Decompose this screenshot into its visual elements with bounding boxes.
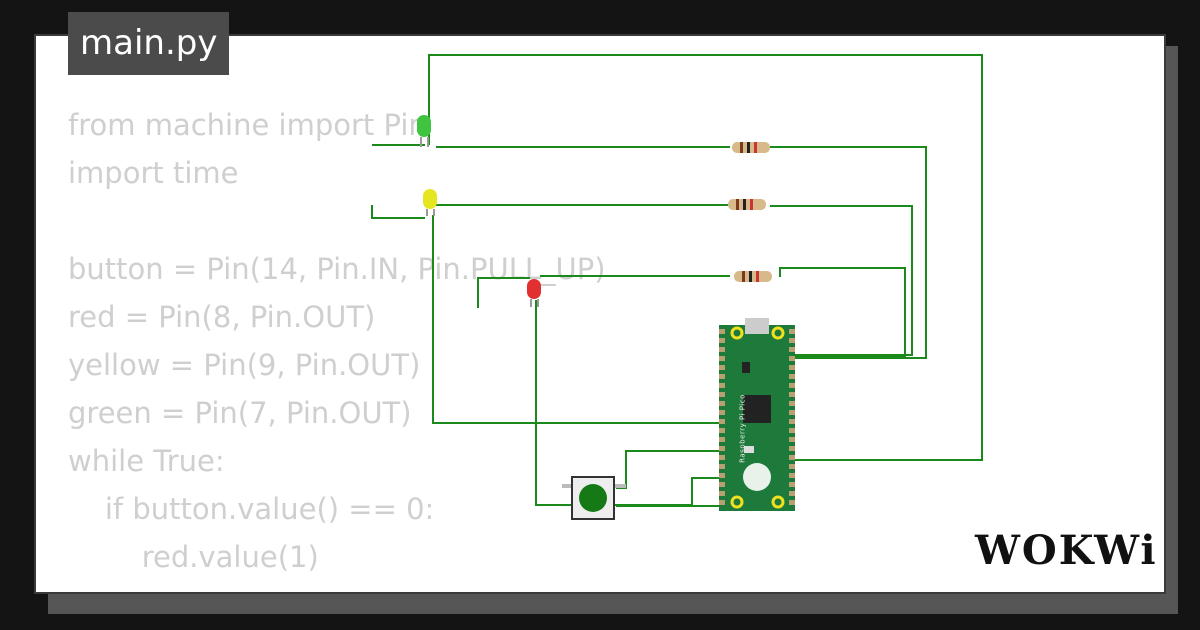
led-red[interactable] xyxy=(527,279,541,307)
code-line: red = Pin(8, Pin.OUT) xyxy=(68,300,376,334)
board-pin[interactable] xyxy=(719,500,725,505)
board-pin[interactable] xyxy=(789,338,795,343)
board-pin[interactable] xyxy=(789,446,795,451)
wokwi-logo: WOKWi xyxy=(975,527,1158,574)
led-green[interactable] xyxy=(417,115,431,147)
resistor[interactable] xyxy=(732,142,770,153)
board-pin[interactable] xyxy=(719,374,725,379)
board-pin[interactable] xyxy=(719,392,725,397)
board-pin[interactable] xyxy=(719,329,725,334)
resistor[interactable] xyxy=(728,199,766,210)
board-pin[interactable] xyxy=(719,383,725,388)
board-pin[interactable] xyxy=(789,410,795,415)
pushbutton[interactable] xyxy=(562,476,626,520)
board-pin[interactable] xyxy=(719,347,725,352)
board-pin[interactable] xyxy=(789,428,795,433)
wire xyxy=(477,267,906,357)
wire xyxy=(432,215,722,424)
code-line: button = Pin(14, Pin.IN, Pin.PULL_UP) xyxy=(68,252,606,286)
board-pin[interactable] xyxy=(719,365,725,370)
wire xyxy=(574,477,722,507)
led-yellow[interactable] xyxy=(423,189,437,216)
board-pin[interactable] xyxy=(789,500,795,505)
board-pin[interactable] xyxy=(719,446,725,451)
board-pin[interactable] xyxy=(789,365,795,370)
code-line: while True: xyxy=(68,444,225,478)
board-pin[interactable] xyxy=(719,473,725,478)
board-name-label: Raspberry Pi Pico xyxy=(738,394,747,463)
board-pin[interactable] xyxy=(719,338,725,343)
board-pin[interactable] xyxy=(719,482,725,487)
board-pin[interactable] xyxy=(789,356,795,361)
board-pin[interactable] xyxy=(789,392,795,397)
board-pin[interactable] xyxy=(789,329,795,334)
code-line: yellow = Pin(9, Pin.OUT) xyxy=(68,348,421,382)
wire xyxy=(428,54,983,461)
file-tab[interactable]: main.py xyxy=(68,12,230,75)
raspberry-pi-pico-board[interactable] xyxy=(719,318,795,511)
board-pin[interactable] xyxy=(719,464,725,469)
board-pin[interactable] xyxy=(789,473,795,478)
board-pin[interactable] xyxy=(789,401,795,406)
raspberry-logo-icon xyxy=(743,463,771,491)
board-pin[interactable] xyxy=(719,356,725,361)
code-line: import time xyxy=(68,156,239,190)
board-pin[interactable] xyxy=(719,428,725,433)
board-pin[interactable] xyxy=(789,383,795,388)
board-pin[interactable] xyxy=(719,410,725,415)
resistor[interactable] xyxy=(734,271,772,282)
board-pin[interactable] xyxy=(789,464,795,469)
board-pin[interactable] xyxy=(719,419,725,424)
board-pin[interactable] xyxy=(789,419,795,424)
board-pin[interactable] xyxy=(789,455,795,460)
wire xyxy=(372,144,927,359)
code-line: red.value(1) xyxy=(68,540,319,574)
code-line: from machine import Pin xyxy=(68,108,427,142)
code-line: green = Pin(7, Pin.OUT) xyxy=(68,396,412,430)
board-pin[interactable] xyxy=(789,482,795,487)
wires xyxy=(371,54,983,507)
code-line: if button.value() == 0: xyxy=(68,492,435,526)
board-pin[interactable] xyxy=(719,455,725,460)
wire xyxy=(371,204,913,356)
board-pin[interactable] xyxy=(719,401,725,406)
board-pin[interactable] xyxy=(719,491,725,496)
wire xyxy=(535,300,574,506)
board-pin[interactable] xyxy=(789,491,795,496)
wire xyxy=(616,450,722,489)
board-pin[interactable] xyxy=(789,374,795,379)
board-pin[interactable] xyxy=(789,347,795,352)
board-pin[interactable] xyxy=(789,437,795,442)
board-pin[interactable] xyxy=(719,437,725,442)
